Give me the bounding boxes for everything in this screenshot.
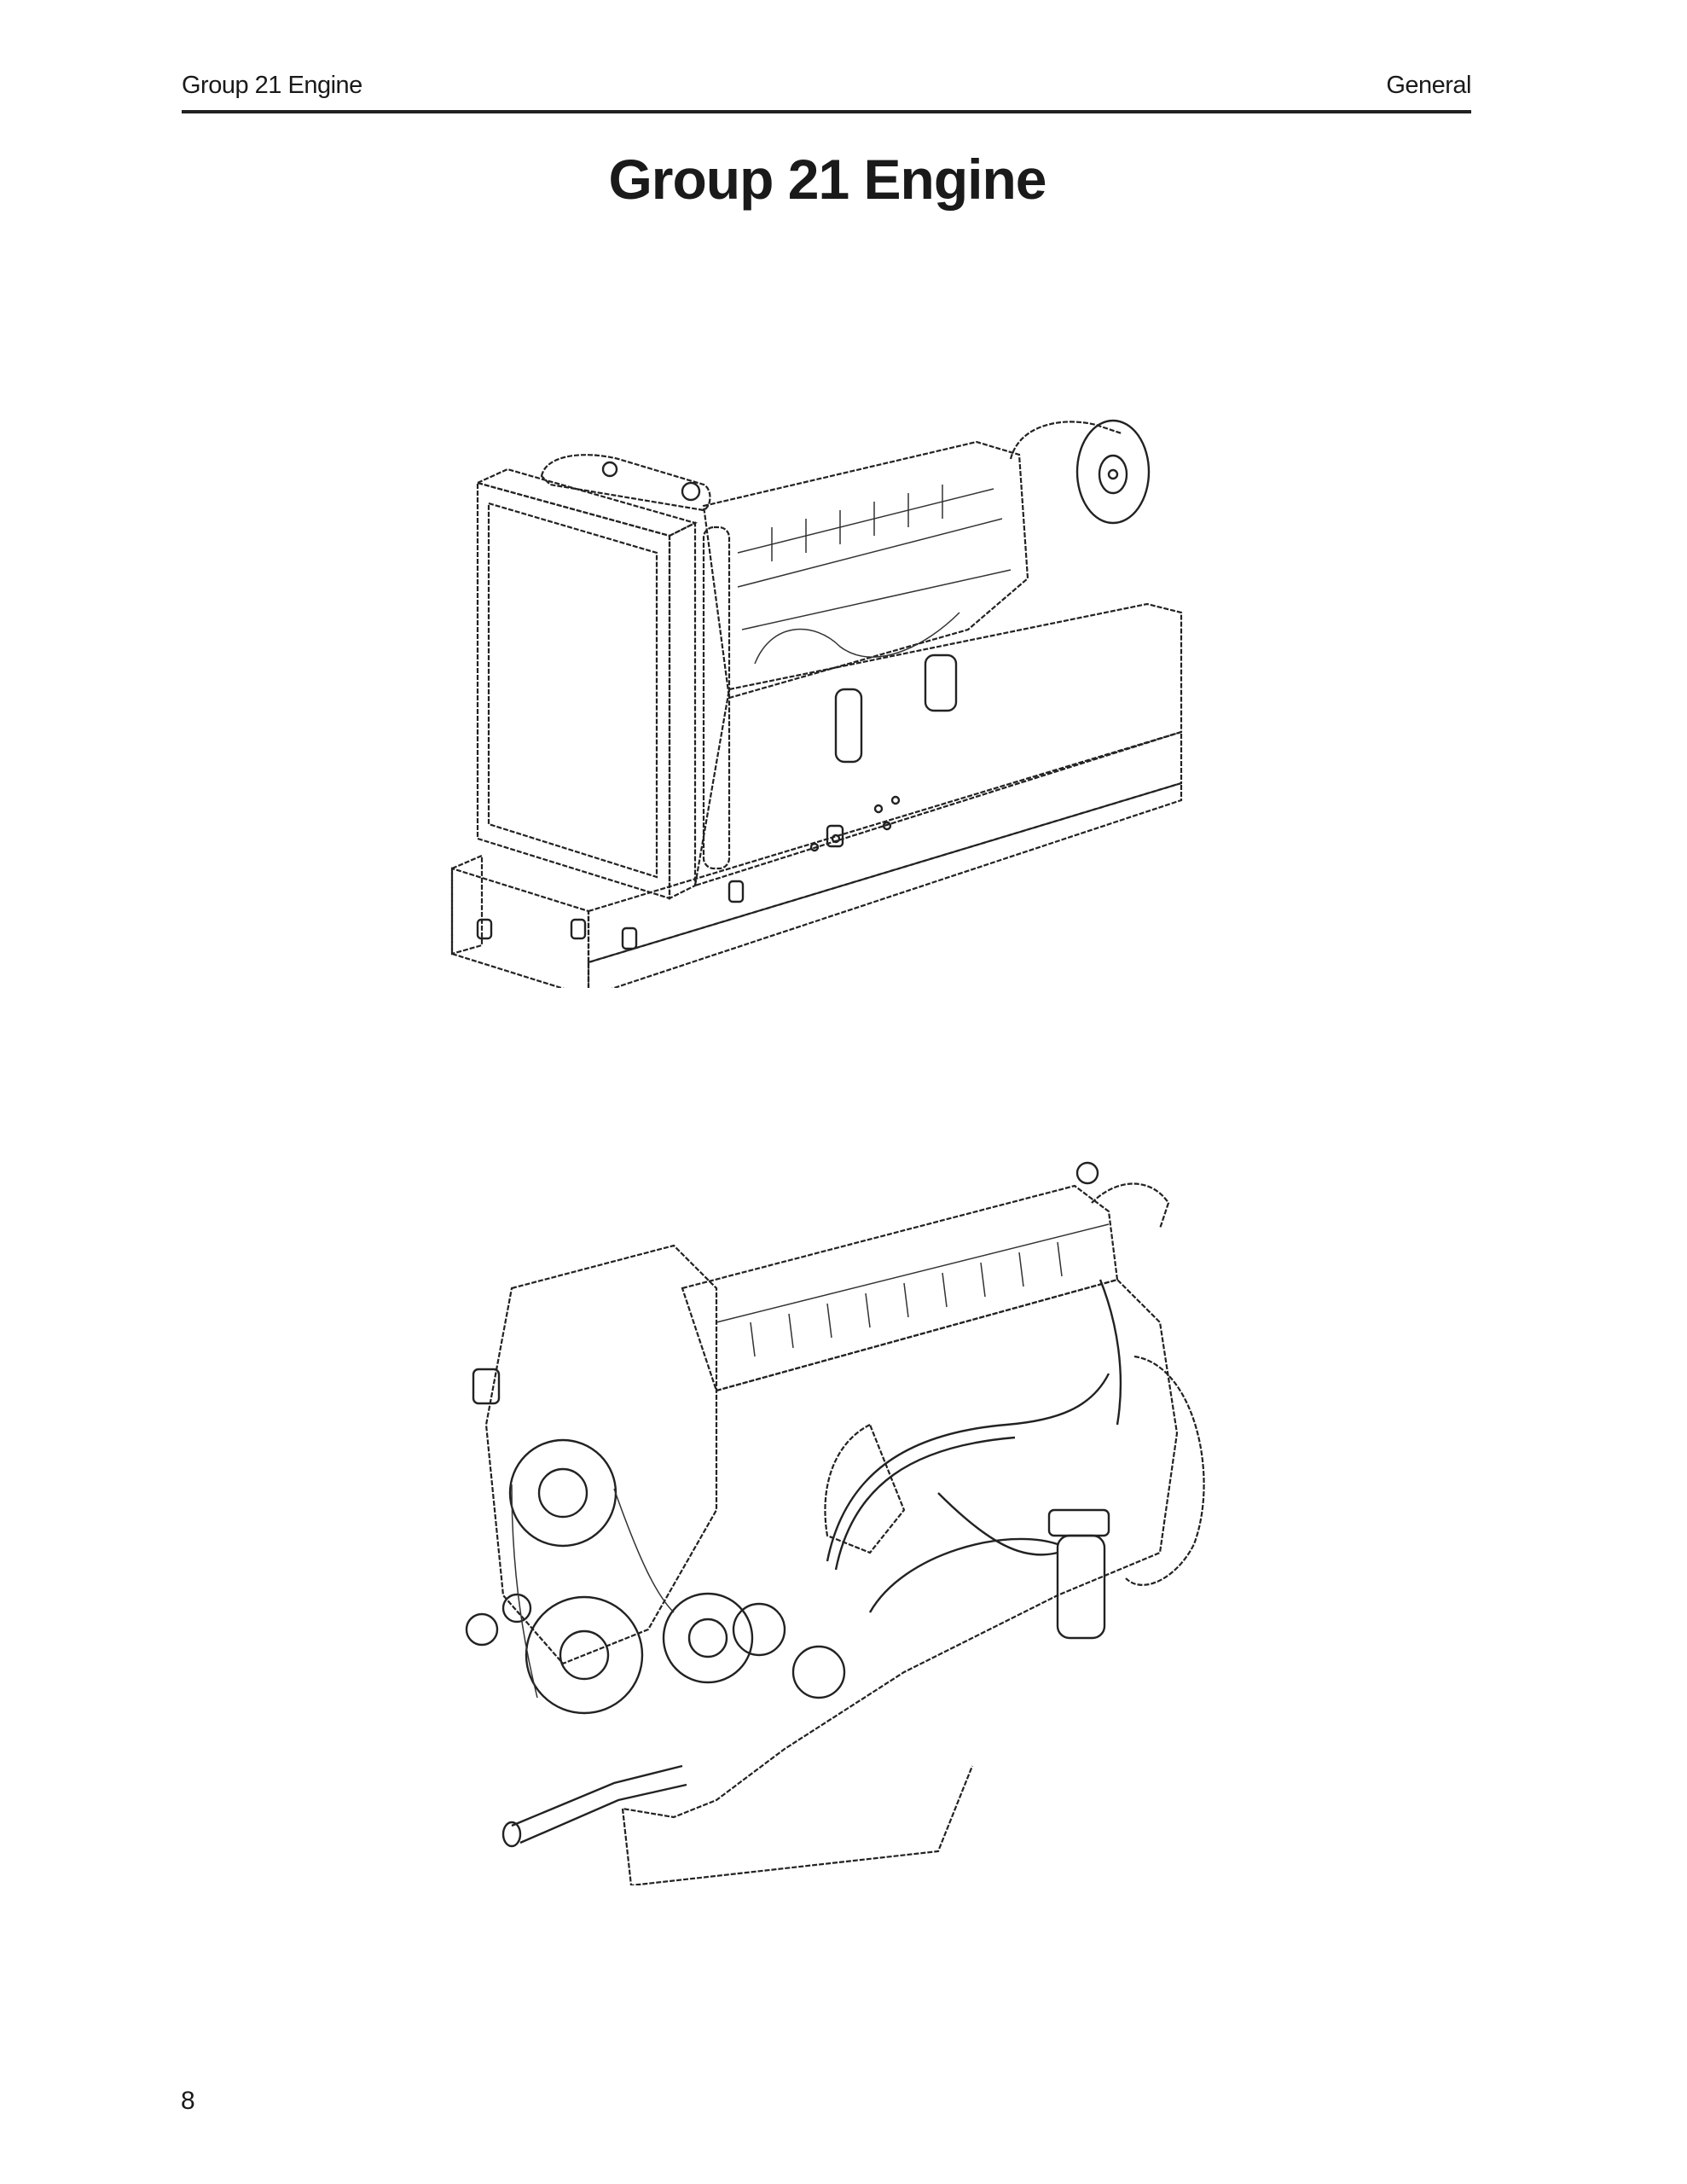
running-header-chapter: General (1386, 72, 1471, 99)
page-title: Group 21 Engine (608, 148, 1046, 211)
page-number: 8 (181, 2087, 195, 2115)
header-rule (182, 110, 1471, 113)
engine-illustration-icon (461, 1152, 1211, 1887)
running-header-section: Group 21 Engine (182, 72, 362, 99)
engine-generator-set-illustration-icon (448, 408, 1207, 998)
